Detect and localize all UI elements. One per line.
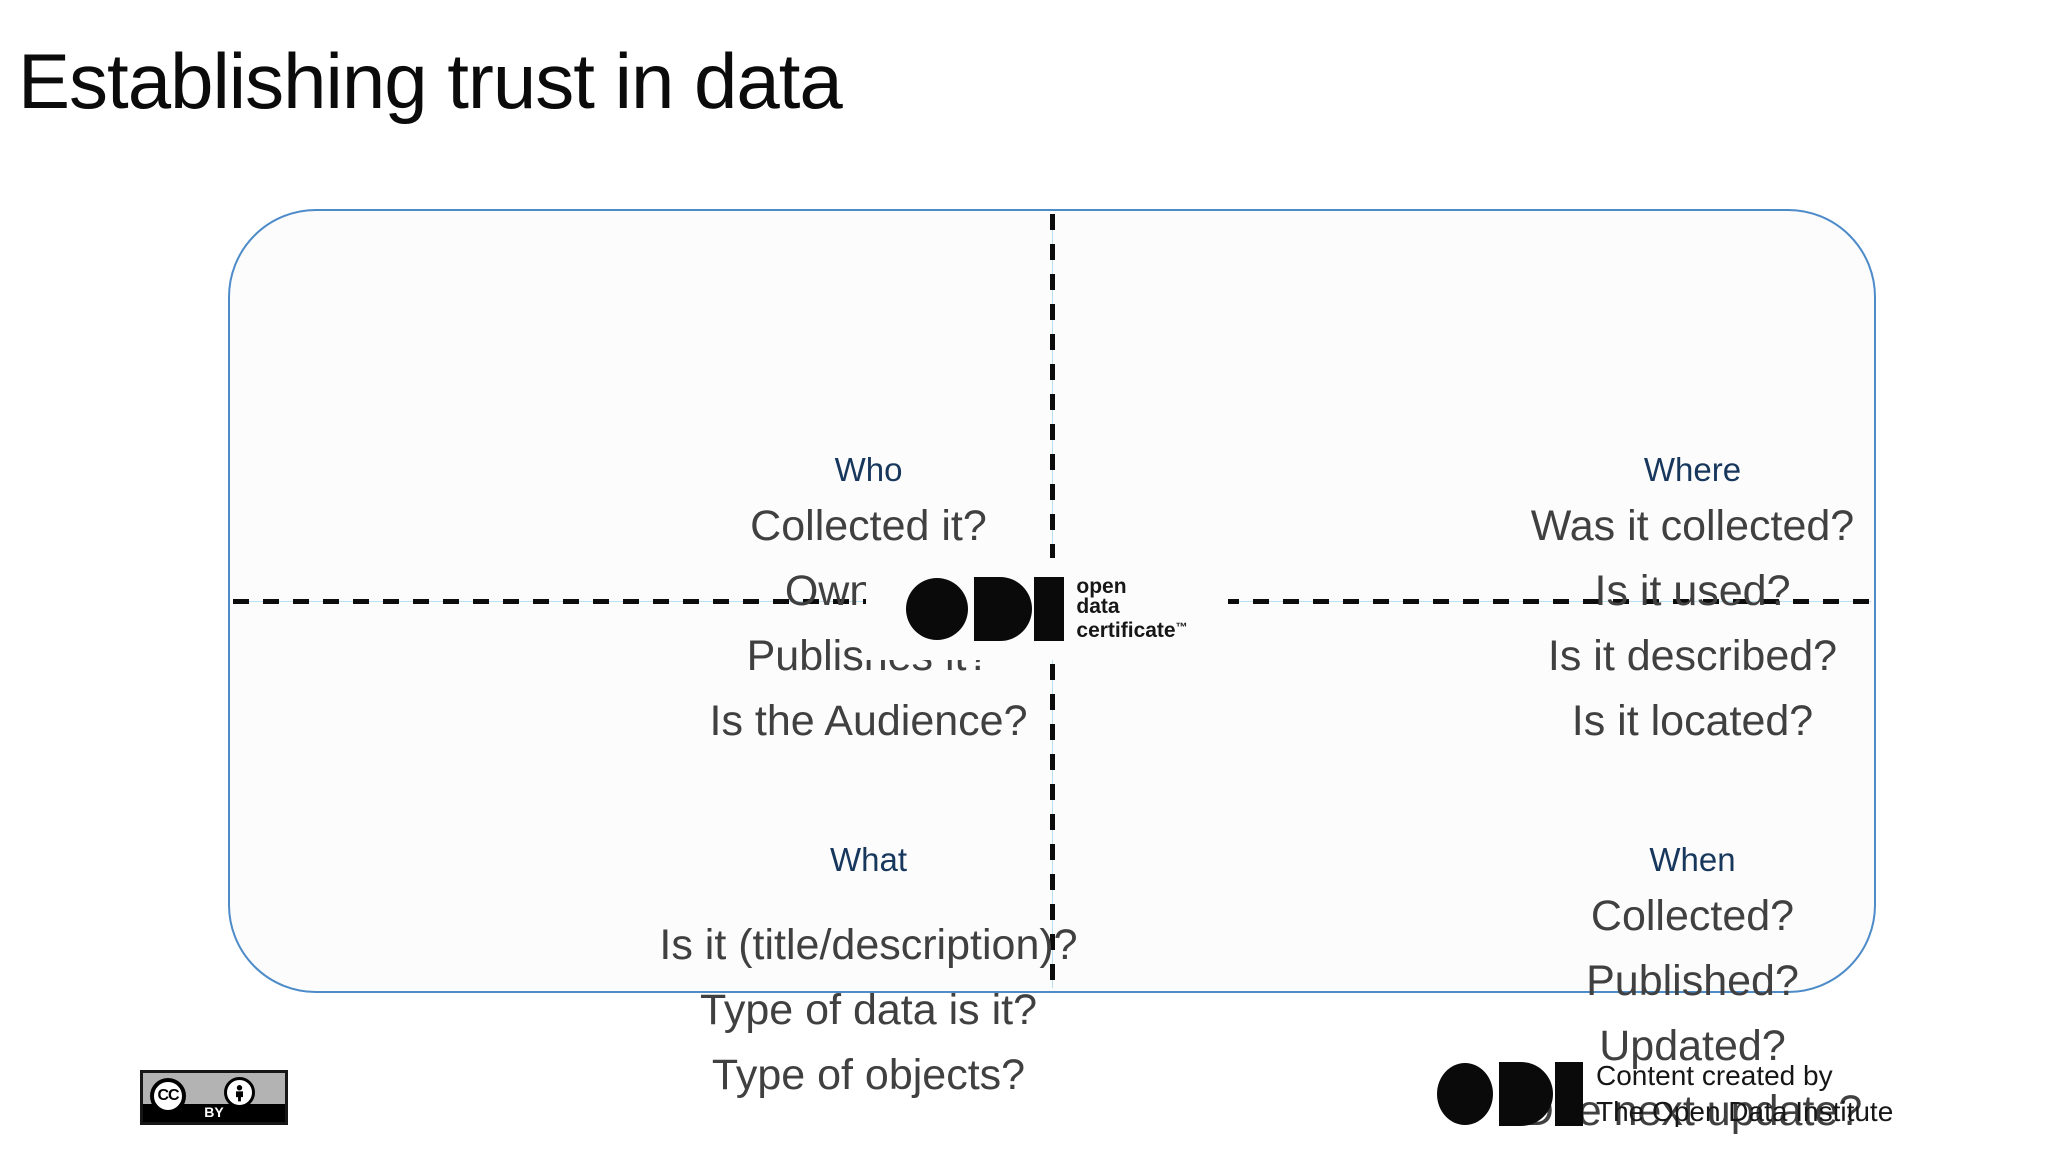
cc-label: CC bbox=[157, 1087, 179, 1104]
footer-credit: Content created by The Open Data Institu… bbox=[1437, 1058, 1893, 1130]
quadrant-when: When Collected? Published? Updated? Due … bbox=[1279, 840, 2048, 1144]
page-title: Establishing trust in data bbox=[18, 37, 843, 125]
open-data-certificate-logo: open data certificate™ bbox=[866, 558, 1228, 660]
credit-line: Content created by bbox=[1596, 1060, 1833, 1091]
odi-d-shape bbox=[974, 577, 1033, 641]
quadrant-heading: What bbox=[829, 841, 908, 878]
wordmark-line: open bbox=[1076, 575, 1127, 598]
quadrant-heading: Who bbox=[834, 451, 903, 488]
quadrant-line: Is it used? bbox=[1594, 567, 1791, 615]
quadrant-heading: When bbox=[1649, 841, 1736, 878]
quadrant-line: Is the Audience? bbox=[709, 697, 1028, 745]
quadrant-line: Type of data is it? bbox=[699, 986, 1038, 1034]
odi-i-shape bbox=[1555, 1062, 1583, 1126]
certificate-wordmark: open data certificate™ bbox=[1076, 575, 1188, 642]
quadrant-line: Updated? bbox=[1599, 1022, 1786, 1070]
odi-logo-icon bbox=[1437, 1062, 1583, 1126]
quadrant-line: Is it (title/description)? bbox=[659, 921, 1078, 969]
quadrant-line: Collected? bbox=[1590, 892, 1795, 940]
quadrant-line: Was it collected? bbox=[1530, 502, 1855, 550]
quadrant-line: Published? bbox=[1586, 957, 1799, 1005]
odi-logo-icon bbox=[906, 577, 1065, 641]
quadrant-what: What Is it (title/description)? Type of … bbox=[458, 840, 1279, 1108]
quadrant-box: Who Collected it? Owns it? Publishes it?… bbox=[228, 209, 1876, 1135]
odi-o-shape bbox=[1437, 1063, 1493, 1125]
quadrant-where: Where Was it collected? Is it used? Is i… bbox=[1279, 450, 2048, 754]
attribution-person-icon bbox=[224, 1077, 255, 1108]
quadrant-line: Type of objects? bbox=[711, 1051, 1026, 1099]
credit-text: Content created by The Open Data Institu… bbox=[1596, 1058, 1893, 1130]
cc-icon: CC bbox=[150, 1078, 186, 1114]
wordmark-line: data bbox=[1076, 595, 1120, 618]
quadrant-line: Is it located? bbox=[1571, 697, 1814, 745]
trademark-symbol: ™ bbox=[1175, 620, 1188, 634]
quadrant-line: Is it described? bbox=[1547, 632, 1838, 680]
wordmark-line: certificate™ bbox=[1076, 619, 1188, 642]
quadrant-heading: Where bbox=[1643, 451, 1742, 488]
by-label: BY bbox=[204, 1104, 224, 1120]
cc-by-license-badge: CC BY bbox=[140, 1070, 288, 1125]
credit-line: The Open Data Institute bbox=[1596, 1096, 1894, 1127]
quadrant-line: Collected it? bbox=[750, 502, 987, 550]
odi-o-shape bbox=[906, 578, 969, 640]
odi-d-shape bbox=[1499, 1062, 1553, 1126]
odi-i-shape bbox=[1034, 577, 1065, 641]
